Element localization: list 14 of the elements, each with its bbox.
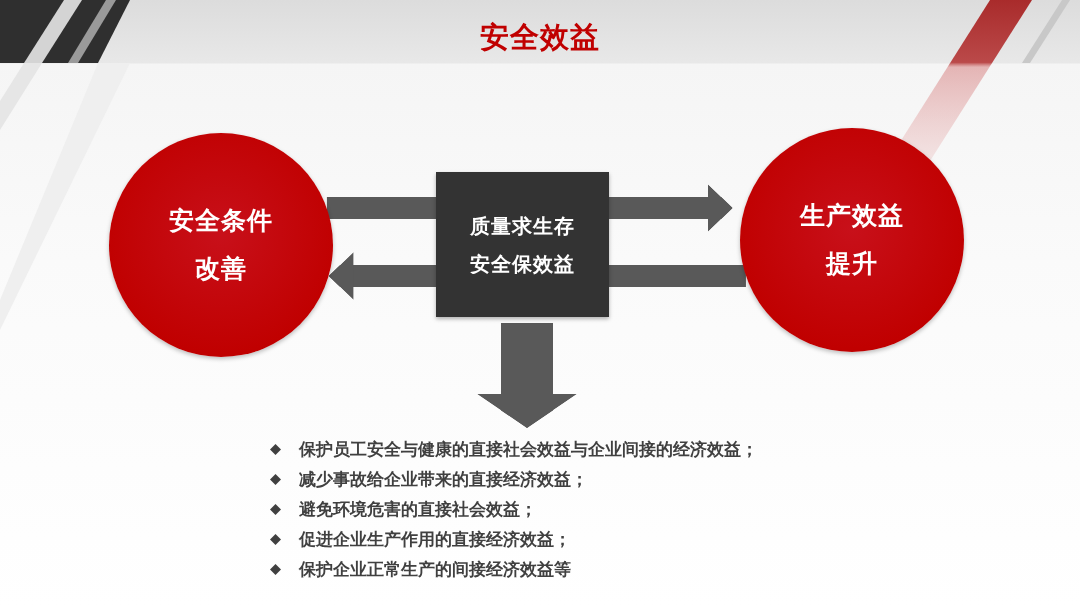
block-arrow [477, 323, 577, 428]
bullet-text: 避免环境危害的直接社会效益； [299, 498, 537, 521]
node-text: 质量求生存 [470, 212, 575, 240]
block-arrow [609, 184, 733, 232]
node-text: 安全条件改善 [168, 205, 274, 285]
bullet-text: 保护企业正常生产的间接经济效益等 [299, 558, 571, 581]
title: 安全效益 [479, 19, 601, 56]
node-text: 安全保效益 [470, 250, 575, 278]
bullet-text: 减少事故给企业带来的直接经济效益； [299, 468, 588, 491]
bullet-text: 保护员工安全与健康的直接社会效益与企业间接的经济效益； [299, 438, 758, 461]
block-arrow [328, 252, 436, 300]
node-text: 生产效益提升 [798, 200, 905, 280]
bullet-text: 促进企业生产作用的直接经济效益； [299, 528, 571, 551]
process-box [436, 172, 609, 317]
